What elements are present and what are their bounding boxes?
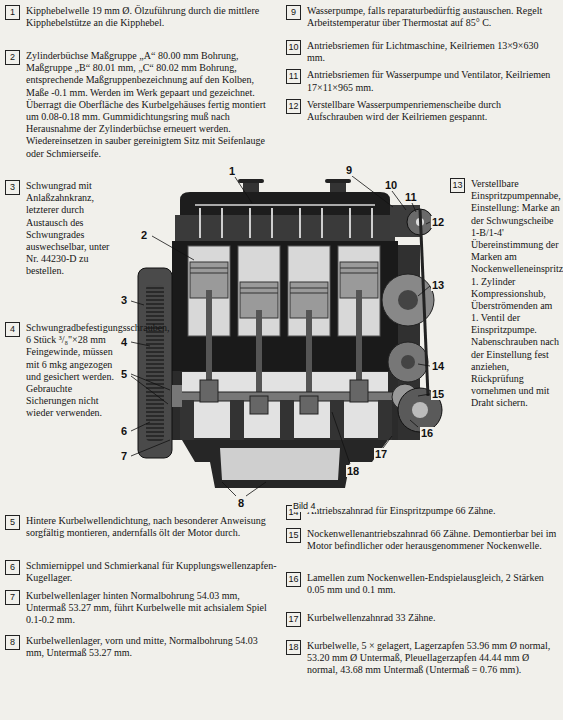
callout-number: 13	[431, 279, 445, 291]
item-text: Verstellbare Einspritzpumpennabe, Einste…	[450, 178, 560, 410]
callout-number: 3	[120, 294, 128, 306]
item-text: Schwungrad mit Anlaßzahnkranz, letzterer…	[5, 180, 117, 278]
item-number: 12	[286, 99, 301, 114]
item-text: Kurbelwellenlager, vorn und mitte, Norma…	[5, 635, 277, 659]
callout-number: 8	[237, 497, 245, 509]
numbered-item: 16Lamellen zum Nockenwellen-Endspielausg…	[286, 572, 558, 596]
item-number: 6	[5, 560, 20, 575]
item-text: Antriebszahnrad für Einspritzpumpe 66 Zä…	[286, 505, 558, 517]
callout-number: 4	[120, 336, 128, 348]
callout-number: 18	[346, 465, 360, 477]
callout-number: 12	[431, 216, 445, 228]
callout-number: 16	[420, 427, 434, 439]
item-text: Schmiernippel und Schmierkanal für Kuppl…	[5, 560, 277, 584]
item-text: Wasserpumpe, falls reparaturbedürftig au…	[286, 5, 558, 29]
item-text: Kurbelwellenzahnrad 33 Zähne.	[286, 612, 558, 624]
numbered-item: 15Nockenwellenantriebszahnrad 66 Zähne. …	[286, 528, 558, 552]
numbered-item: 17Kurbelwellenzahnrad 33 Zähne.	[286, 612, 558, 624]
numbered-item: 6Schmiernippel und Schmierkanal für Kupp…	[5, 560, 277, 584]
item-number: 3	[5, 180, 20, 195]
callout-number: 15	[431, 388, 445, 400]
numbered-item: 5Hintere Kurbelwellendichtung, nach beso…	[5, 515, 277, 539]
numbered-item: 7Kurbelwellenlager hinten Normalbohrung …	[5, 590, 277, 627]
numbered-item: 2Zylinderbüchse Maßgruppe „A“ 80.00 mm B…	[5, 50, 277, 160]
numbered-item: 12Verstellbare Wasserpumpenriemenscheibe…	[286, 99, 558, 123]
callout-number: 9	[345, 164, 353, 176]
item-text: Antriebsriemen für Lichtmaschine, Keilri…	[286, 40, 558, 64]
callout-number: 5	[120, 368, 128, 380]
callout-number: 10	[384, 179, 398, 191]
callout-number: 14	[431, 360, 445, 372]
numbered-item: 8Kurbelwellenlager, vorn und mitte, Norm…	[5, 635, 277, 659]
item-number: 16	[286, 572, 301, 587]
numbered-item: 18Kurbelwelle, 5 × gelagert, Lagerzapfen…	[286, 640, 558, 677]
callout-number: 1	[228, 165, 236, 177]
numbered-item: 4Schwungradbefestigungsschrauben, 6 Stüc…	[5, 322, 117, 420]
numbered-item: 9Wasserpumpe, falls reparaturbedürftig a…	[286, 5, 558, 29]
item-text: Kurbelwellenlager hinten Normalbohrung 5…	[5, 590, 277, 627]
item-number: 13	[450, 178, 465, 193]
callout-number: 11	[404, 191, 418, 203]
item-text: Kipphebelwelle 19 mm Ø. Ölzuführung durc…	[5, 5, 277, 29]
item-number: 18	[286, 640, 301, 655]
item-number: 17	[286, 612, 301, 627]
item-text: Schwungradbefestigungsschrauben, 6 Stück…	[5, 322, 117, 420]
numbered-item: 10Antriebsriemen für Lichtmaschine, Keil…	[286, 40, 558, 64]
item-number: 8	[5, 635, 20, 650]
item-text: Lamellen zum Nockenwellen-Endspielausgle…	[286, 572, 558, 596]
item-text: Zylinderbüchse Maßgruppe „A“ 80.00 mm Bo…	[5, 50, 277, 160]
numbered-item: 14Antriebszahnrad für Einspritzpumpe 66 …	[286, 505, 558, 517]
item-number: 10	[286, 40, 301, 55]
item-text: Antriebsriemen für Wasserpumpe und Venti…	[286, 69, 558, 93]
item-number: 1	[5, 5, 20, 20]
callout-number: 2	[140, 229, 148, 241]
callout-number: 6	[120, 425, 128, 437]
figure-label: Bild 4	[292, 500, 317, 512]
item-number: 4	[5, 322, 20, 337]
item-number: 2	[5, 50, 20, 65]
callout-number: 7	[120, 450, 128, 462]
item-number: 7	[5, 590, 20, 605]
item-text: Verstellbare Wasserpumpenriemenscheibe d…	[286, 99, 558, 123]
item-text: Hintere Kurbelwellendichtung, nach beson…	[5, 515, 277, 539]
numbered-item: 13Verstellbare Einspritzpumpennabe, Eins…	[450, 178, 560, 410]
item-number: 15	[286, 528, 301, 543]
item-number: 9	[286, 5, 301, 20]
item-number: 11	[286, 69, 301, 84]
item-text: Kurbelwelle, 5 × gelagert, Lagerzapfen 5…	[286, 640, 558, 677]
numbered-item: 11Antriebsriemen für Wasserpumpe und Ven…	[286, 69, 558, 93]
item-number: 5	[5, 515, 20, 530]
numbered-item: 3Schwungrad mit Anlaßzahnkranz, letztere…	[5, 180, 117, 278]
numbered-item: 1Kipphebelwelle 19 mm Ø. Ölzuführung dur…	[5, 5, 277, 29]
callout-number: 17	[374, 448, 388, 460]
item-text: Nockenwellenantriebszahnrad 66 Zähne. De…	[286, 528, 558, 552]
